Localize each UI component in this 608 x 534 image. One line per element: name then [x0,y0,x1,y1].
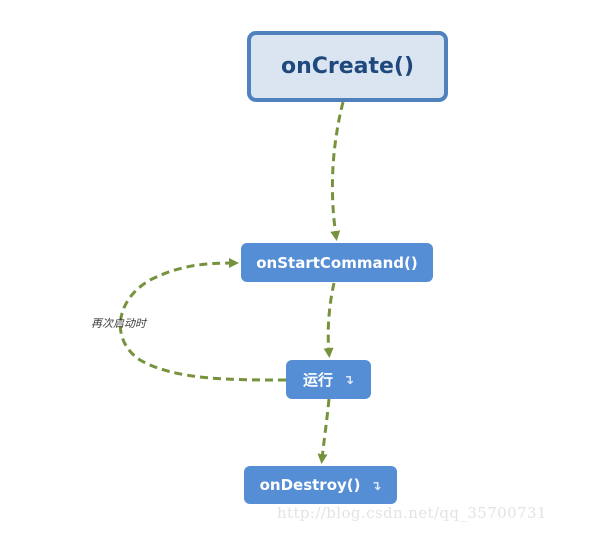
expand-arrow-icon[interactable]: ↴ [370,478,382,494]
node-on-start-command-label: onStartCommand() [256,253,418,272]
arrow-create-to-start [330,101,345,241]
arrow-start-to-run [323,282,336,358]
node-on-create-label: onCreate() [280,54,415,79]
watermark-url: http://blog.csdn.net/qq_35700731 [277,504,547,522]
node-on-create: onCreate() [247,31,448,102]
arrow-restart-loop [118,258,287,382]
node-on-start-command: onStartCommand() [241,243,433,282]
node-running: 运行 ↴ [286,360,371,399]
node-on-destroy-label: onDestroy() [259,476,361,494]
expand-arrow-icon[interactable]: ↴ [343,373,354,388]
restart-loop-label: 再次启动时 [91,317,146,330]
node-running-label: 运行 [303,371,334,389]
node-on-destroy: onDestroy() ↴ [244,466,397,504]
arrow-run-to-destroy [317,398,331,464]
